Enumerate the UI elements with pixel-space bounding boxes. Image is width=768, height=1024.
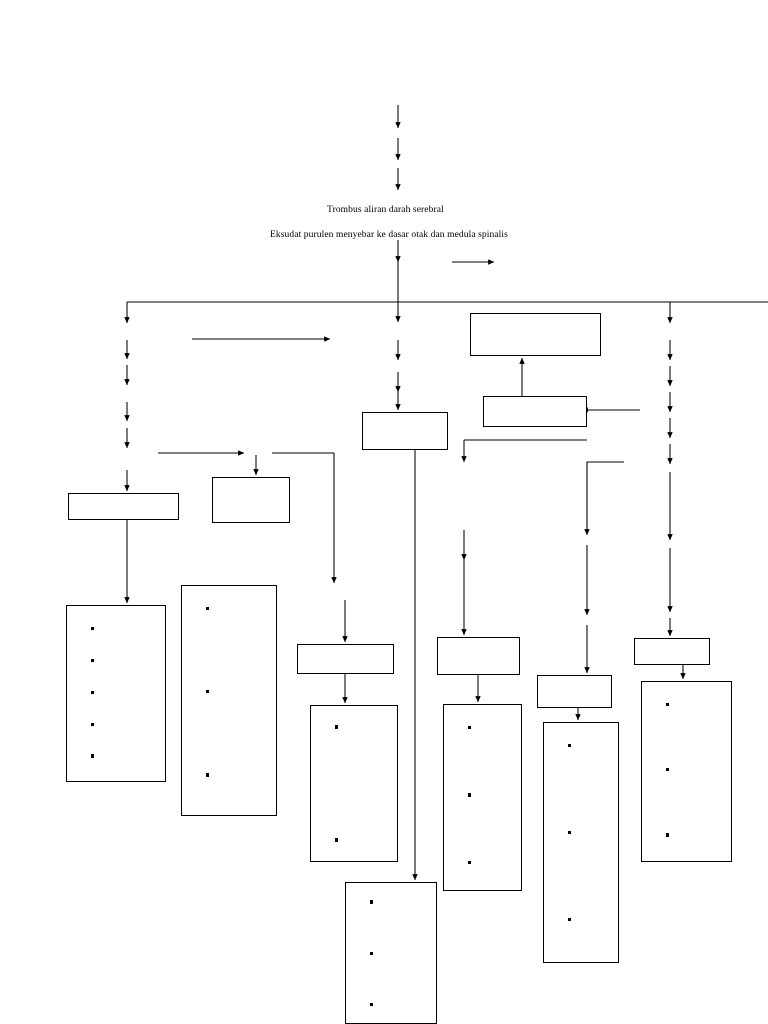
bullet-marker	[91, 658, 95, 663]
bullet-marker	[206, 607, 210, 611]
label-trombus: Trombus aliran darah serebral	[327, 205, 444, 215]
box-right-tall[interactable]	[543, 722, 619, 963]
box-center-mid[interactable]	[362, 412, 448, 450]
label-eksudat: Eksudat purulen menyebar ke dasar otak d…	[270, 230, 508, 240]
box-left-wide[interactable]	[68, 493, 179, 520]
box-mid-right-tall[interactable]	[443, 704, 522, 891]
box-small-right[interactable]	[537, 675, 612, 708]
bullet-marker	[666, 703, 670, 707]
bullet-marker	[370, 951, 374, 955]
box-tall-left[interactable]	[181, 585, 277, 816]
bullet-marker	[568, 744, 572, 748]
bullet-marker	[666, 768, 670, 772]
box-left-small[interactable]	[212, 477, 290, 523]
box-center-small[interactable]	[297, 644, 394, 674]
box-right-mid[interactable]	[483, 396, 587, 427]
box-bottom[interactable]	[345, 882, 437, 1024]
bullet-marker	[91, 722, 95, 726]
bullet-marker	[335, 838, 339, 842]
bullet-marker	[468, 793, 472, 797]
box-top-right[interactable]	[470, 313, 601, 356]
box-left-bullets[interactable]	[66, 605, 166, 782]
bullet-marker	[91, 627, 95, 631]
box-center-bullets[interactable]	[310, 705, 398, 862]
bullet-marker	[91, 754, 95, 758]
bullet-marker	[370, 1002, 374, 1006]
bullet-marker	[568, 830, 572, 834]
bullet-marker	[206, 773, 210, 777]
box-far-right-top[interactable]	[634, 638, 710, 665]
bullet-marker	[568, 917, 572, 921]
bullet-marker	[370, 900, 374, 904]
bullet-marker	[91, 690, 95, 694]
bullet-marker	[468, 860, 472, 864]
bullet-marker	[666, 833, 670, 837]
elbow-right-tall	[586, 461, 624, 535]
box-mid-right-top[interactable]	[437, 637, 520, 675]
bullet-marker	[468, 726, 472, 730]
box-far-right-tall[interactable]	[641, 681, 732, 862]
bullet-marker	[335, 725, 339, 729]
bullet-marker	[206, 690, 210, 694]
